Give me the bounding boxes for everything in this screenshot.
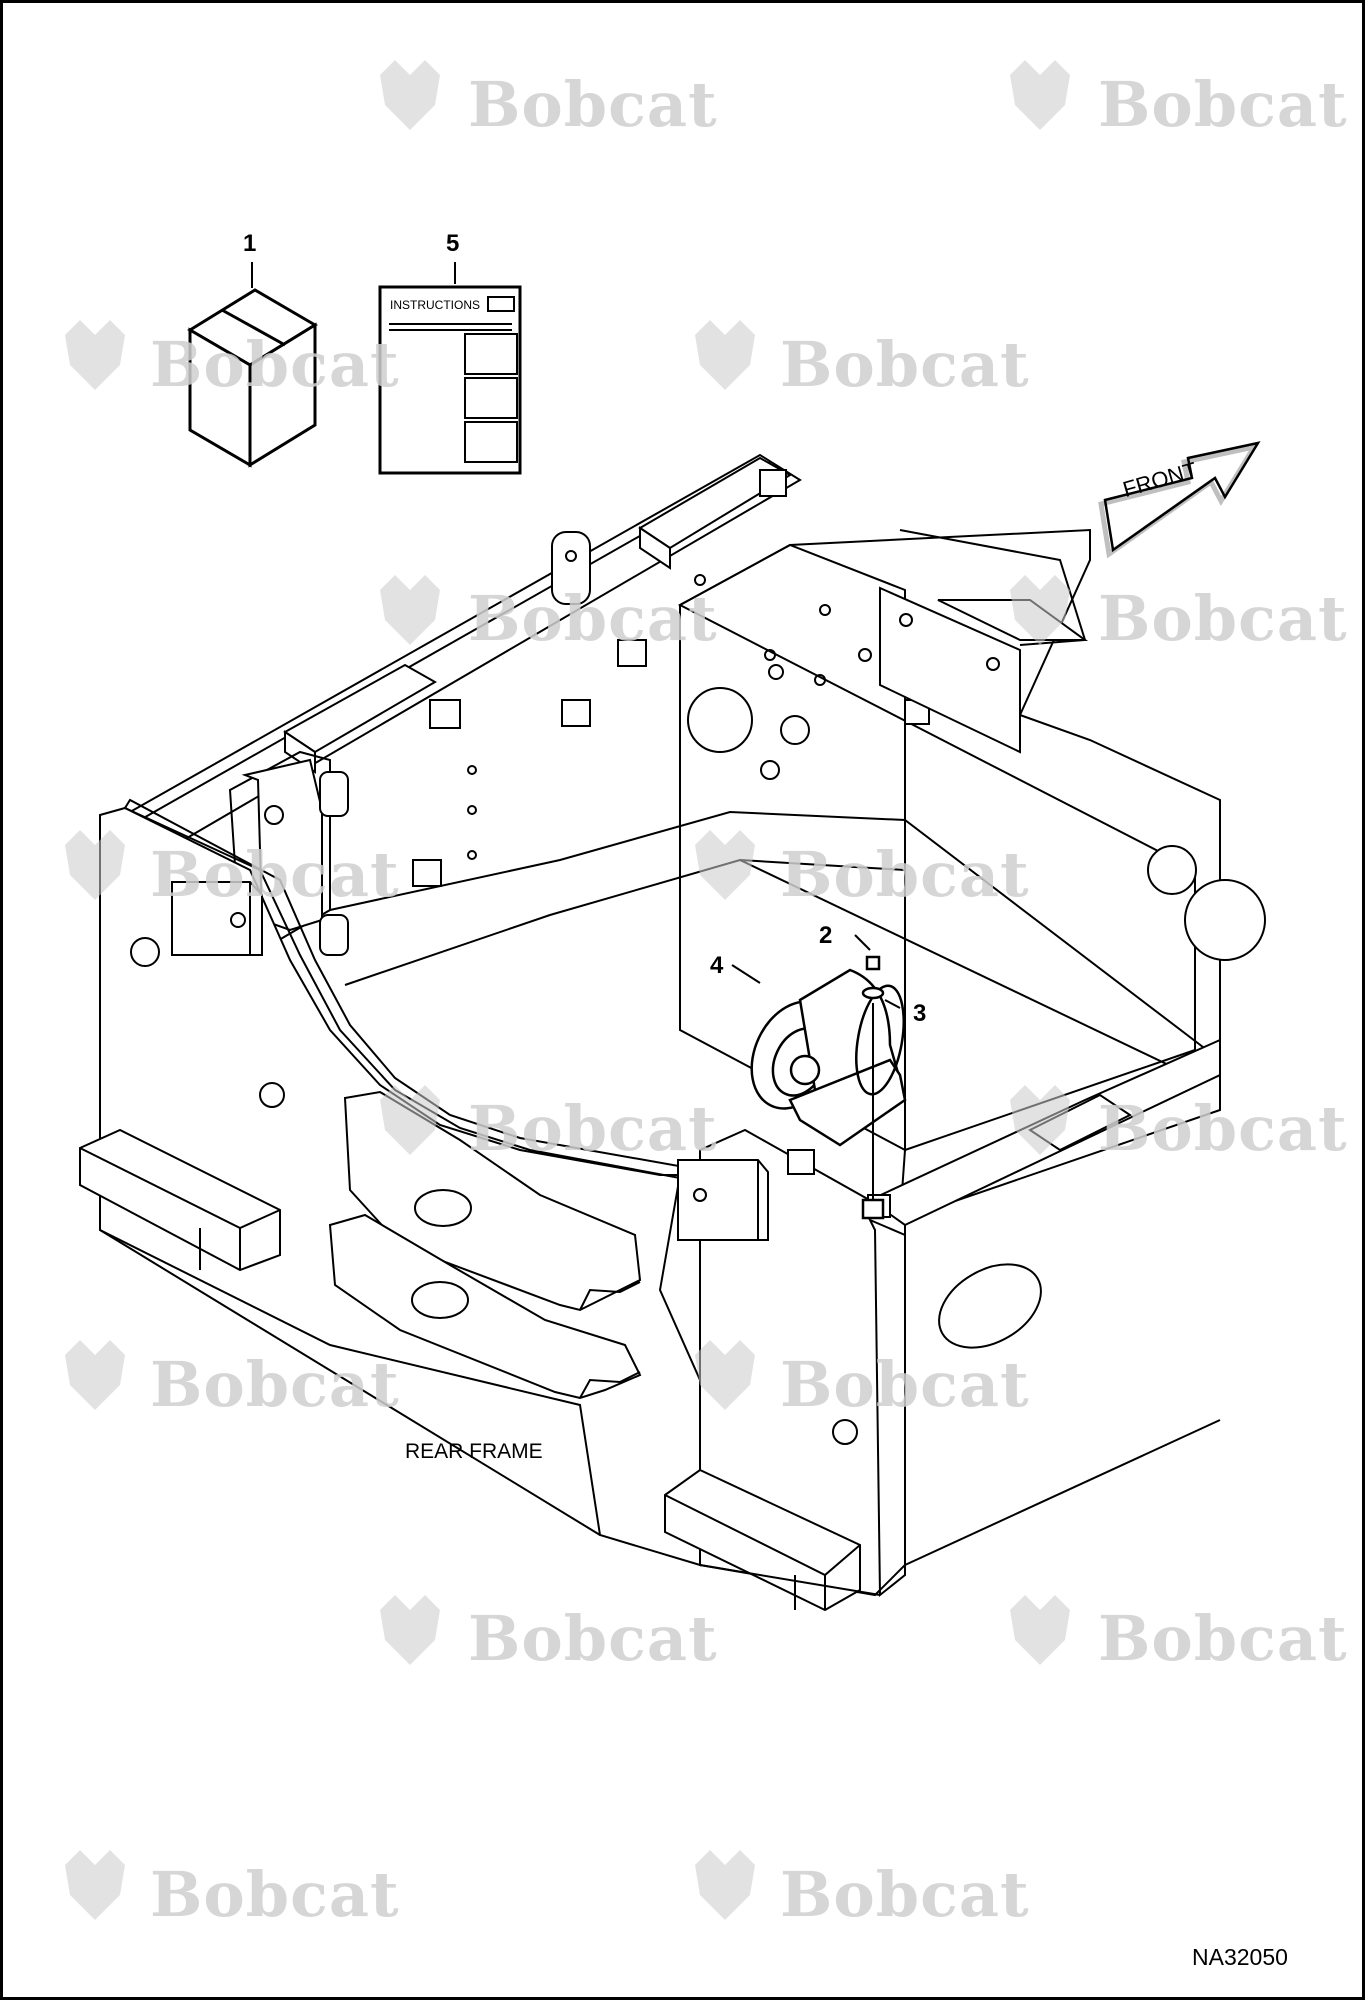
drawing-number: NA32050: [1192, 1944, 1288, 1970]
bobcat-watermark: Bobcat: [1098, 68, 1348, 141]
callout-2: 2: [819, 922, 833, 949]
instructions-card-icon: [378, 262, 522, 475]
bobcat-watermark: Bobcat: [1098, 1602, 1348, 1675]
callout-leaders: [731, 934, 901, 1009]
bobcat-watermark: Bobcat: [780, 838, 1030, 911]
front-arrow-icon: [1098, 441, 1261, 559]
bobcat-watermark: Bobcat: [468, 1092, 718, 1165]
bobcat-watermark: Bobcat: [1098, 582, 1348, 655]
callout-5: 5: [446, 230, 460, 257]
bobcat-watermark: Bobcat: [780, 328, 1030, 401]
bobcat-watermark: Bobcat: [468, 1602, 718, 1675]
bobcat-watermark: Bobcat: [468, 582, 718, 655]
bobcat-watermark: Bobcat: [150, 1348, 400, 1421]
bobcat-watermark: Bobcat: [468, 68, 718, 141]
backup-alarm-drawing: [750, 955, 907, 1220]
callout-3: 3: [913, 1000, 927, 1027]
bobcat-watermark: Bobcat: [150, 328, 400, 401]
bobcat-watermark: Bobcat: [780, 1858, 1030, 1931]
callout-4: 4: [710, 952, 724, 979]
kit-box-icon: [187, 262, 318, 468]
rear-frame-label: REAR FRAME: [405, 1440, 543, 1463]
bobcat-watermark: Bobcat: [150, 838, 400, 911]
instructions-card-title: INSTRUCTIONS: [390, 298, 480, 312]
callout-1: 1: [243, 230, 257, 257]
bobcat-watermark: Bobcat: [150, 1858, 400, 1931]
bobcat-watermark: Bobcat: [780, 1348, 1030, 1421]
bobcat-watermark: Bobcat: [1098, 1092, 1348, 1165]
